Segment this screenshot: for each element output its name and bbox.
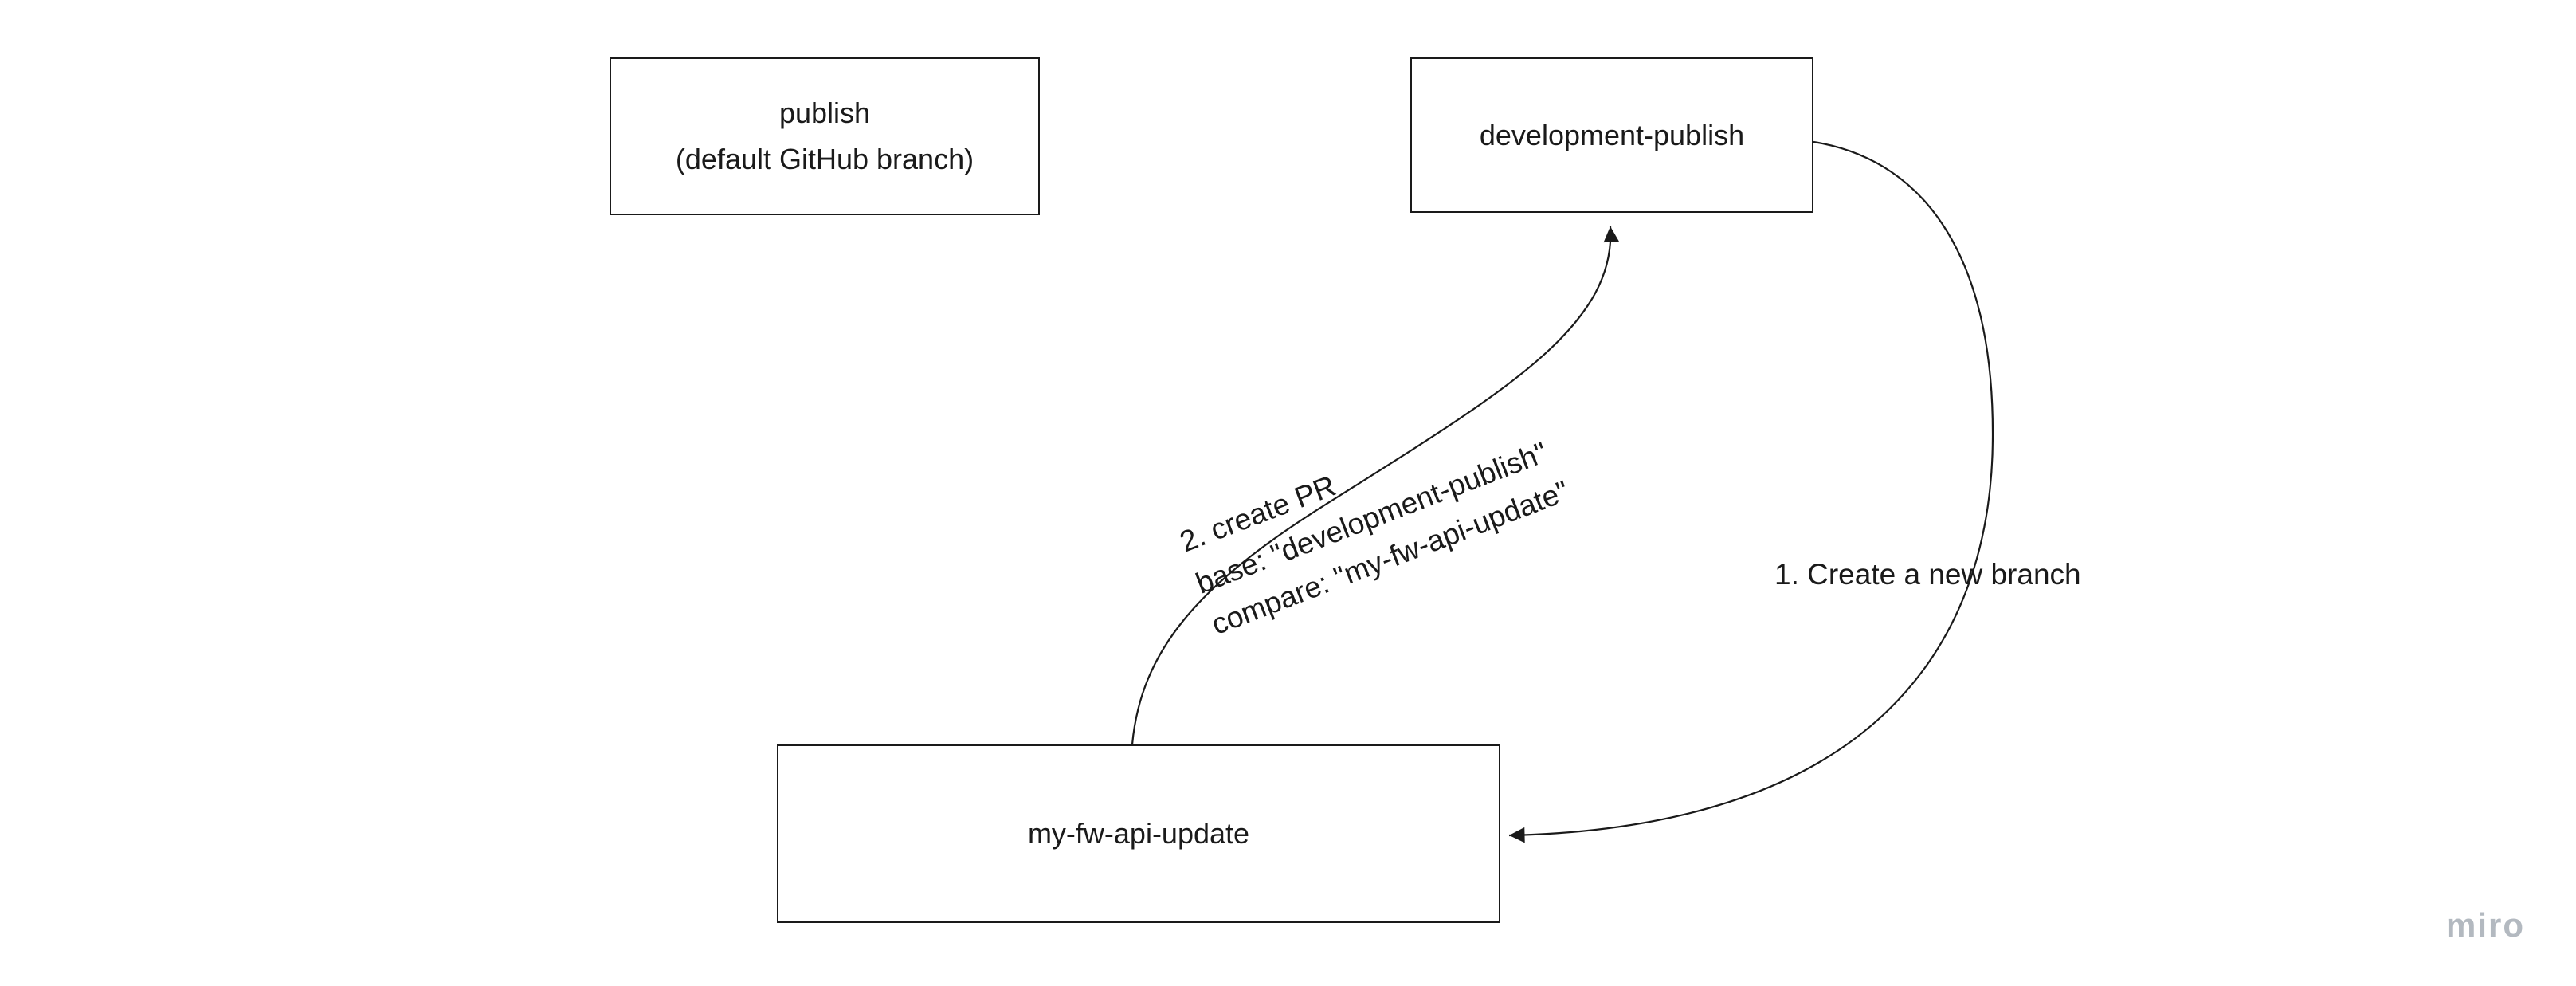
miro-logo-watermark: miro (2445, 906, 2525, 944)
node-development-publish-label: development-publish (1479, 118, 1745, 151)
node-development-publish[interactable]: development-publish (1410, 57, 1813, 213)
connector-create-branch-arrow[interactable] (1508, 140, 1994, 843)
node-publish-label-line-1: publish (778, 96, 871, 130)
connector-create-pr-arrow[interactable] (1131, 226, 1619, 745)
connector-label-create-branch[interactable]: 1. Create a new branch (1774, 558, 2081, 591)
node-my-fw-api-update[interactable]: my-fw-api-update (777, 744, 1500, 923)
node-publish-label-line-2: (default GitHub branch) (675, 143, 974, 175)
node-publish-default-branch[interactable]: publish (default GitHub branch) (610, 57, 1040, 215)
node-my-fw-api-update-label: my-fw-api-update (1027, 817, 1250, 850)
